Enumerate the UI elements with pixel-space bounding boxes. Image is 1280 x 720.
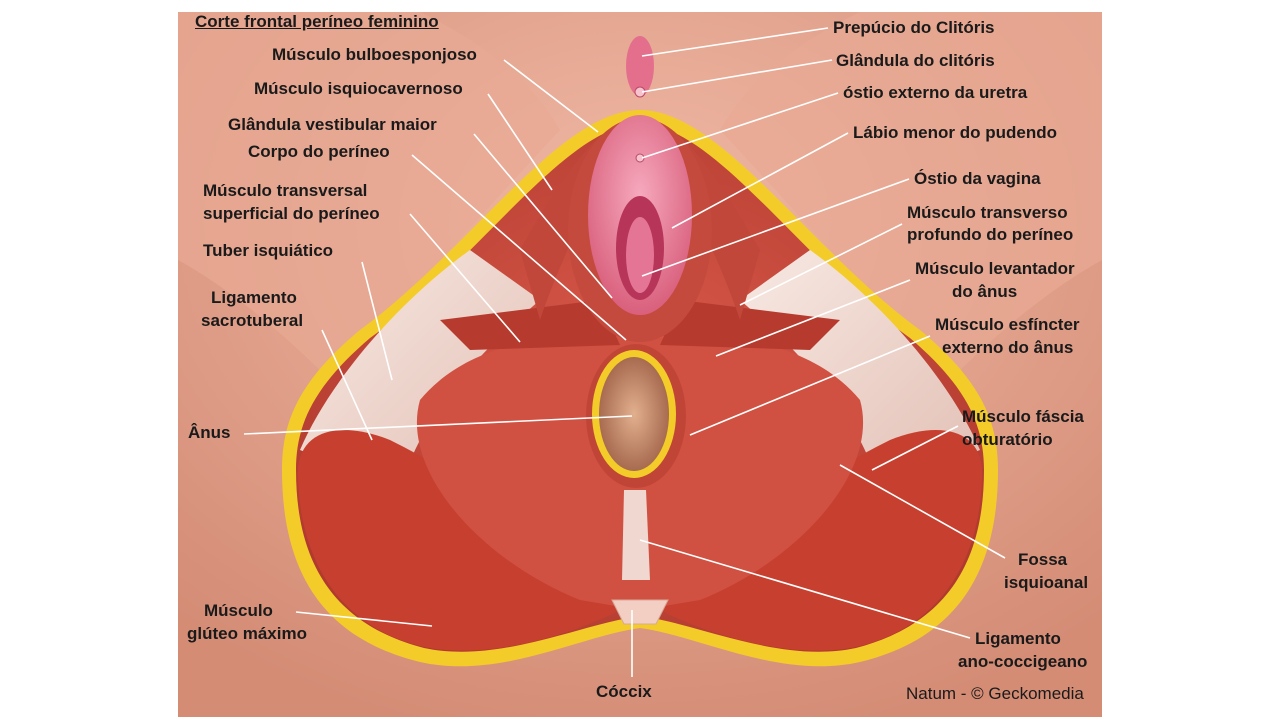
leader-fossa (839, 464, 1006, 559)
label-isquiocavernoso: Músculo isquiocavernoso (254, 79, 463, 98)
leader-corpo-perineo (411, 154, 627, 341)
vaginal-inner (626, 217, 654, 293)
label-sacrotuberal-2: sacrotuberal (201, 311, 304, 330)
leader-sacrotuberal (321, 329, 373, 441)
label-ostio-vagina: Óstio da vagina (914, 169, 1041, 188)
label-ligamento-ano-1: Ligamento (975, 629, 1061, 648)
leader-prepucio (641, 27, 829, 57)
label-levantador-1: Músculo levantador (915, 259, 1075, 278)
label-fossa-1: Fossa (1018, 550, 1068, 569)
diagram-title: Corte frontal períneo feminino (195, 12, 439, 31)
label-ligamento-ano-2: ano-coccigeano (958, 652, 1088, 671)
leader-anus (243, 415, 633, 435)
label-levantador-2: do ânus (952, 282, 1018, 301)
label-ostio-uretra: óstio externo da uretra (843, 83, 1028, 102)
label-esfincter-1: Músculo esfíncter (935, 315, 1080, 334)
left-gluteus-maximus (298, 430, 620, 651)
leader-ostio-uretra (641, 92, 839, 159)
label-tuber: Tuber isquiático (203, 241, 334, 260)
leader-lines (243, 27, 1006, 677)
leader-esfincter (689, 335, 931, 436)
coccyx-shape (611, 599, 669, 625)
leader-levantador (715, 279, 911, 357)
right-thigh-shade (720, 12, 1102, 380)
label-fascia-1: Músculo fáscia (962, 407, 1084, 426)
left-sacrotuberal-ligament (300, 250, 540, 490)
leader-ostio-vagina (641, 178, 910, 277)
image-credit: Natum - © Geckomedia (906, 684, 1084, 703)
label-fascia-2: obturatório (962, 430, 1053, 449)
leader-labio-menor (671, 132, 849, 229)
label-transversal-superficial-1: Músculo transversal (203, 181, 368, 200)
label-fossa-2: isquioanal (1004, 573, 1089, 592)
leader-glandula-clitoris (641, 59, 833, 93)
right-sacrotuberal-ligament (740, 250, 980, 490)
label-sacrotuberal-1: Ligamento (211, 288, 297, 307)
label-glandula-clitoris: Glândula do clitóris (836, 51, 995, 70)
leader-transverso-profundo (739, 223, 903, 306)
clitoral-prepuce (626, 36, 654, 96)
leader-gluteo (295, 611, 433, 627)
anus-shape (599, 357, 669, 471)
label-corpo-perineo: Corpo do períneo (248, 142, 390, 161)
left-thigh-shade (178, 12, 560, 380)
leader-vestibular (473, 133, 613, 299)
label-labio-menor: Lábio menor do pudendo (853, 123, 1057, 142)
leader-ligamento-ano (639, 539, 971, 639)
label-transverso-profundo-1: Músculo transverso (907, 203, 1068, 222)
label-gluteo-1: Músculo (204, 601, 273, 620)
label-prepucio: Prepúcio do Clitóris (833, 18, 995, 37)
label-transverso-profundo-2: profundo do períneo (907, 225, 1074, 244)
label-vestibular: Glândula vestibular maior (228, 115, 437, 134)
anococcygeal-ligament (622, 490, 650, 580)
right-gluteus-maximus (660, 430, 982, 651)
right-transverse-perineal (660, 300, 840, 350)
label-coccix: Cóccix (596, 682, 652, 701)
leader-bulboesponjoso (503, 59, 599, 133)
left-transverse-perineal (440, 300, 620, 350)
leader-transversal-superficial (409, 213, 521, 343)
label-anus: Ânus (188, 423, 231, 442)
label-esfincter-2: externo do ânus (942, 338, 1074, 357)
leader-fascia (871, 425, 959, 471)
leader-isquiocavernoso (487, 93, 553, 191)
label-transversal-superficial-2: superficial do períneo (203, 204, 380, 223)
label-bulboesponjoso: Músculo bulboesponjoso (272, 45, 477, 64)
leader-tuber (361, 261, 393, 381)
label-gluteo-2: glúteo máximo (187, 624, 307, 643)
